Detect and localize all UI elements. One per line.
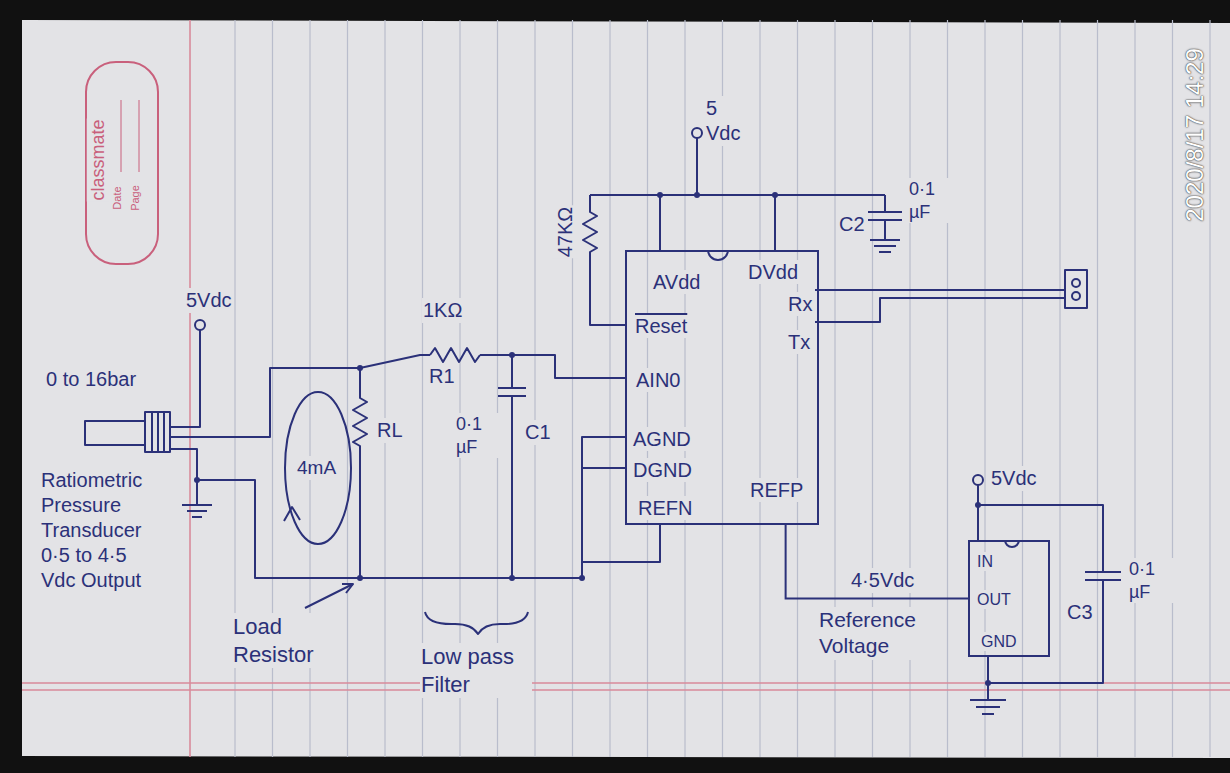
ruled-lines [235,20,1210,757]
signal-wire [480,355,625,378]
pin-label: DGND [632,458,693,482]
pin-label: OUT [976,590,1012,609]
margin-line [189,20,191,757]
transducer-label: Ratiometric Pressure Transducer 0·5 to 4… [40,468,162,593]
component-value: 0·1 µF [1128,558,1176,603]
supply-label: 5 Vdc [705,96,751,146]
pin-label: DVdd [747,260,799,284]
junction-dot [509,575,515,581]
capacitor-symbol [498,388,526,396]
logo-lines [121,100,139,172]
pin-label: Reset [634,314,688,338]
component-value: 47KΩ [553,206,578,259]
pin-label: REFP [749,478,804,502]
ground-symbol [870,240,900,252]
supply-terminal [692,128,702,138]
supply-terminal [973,475,983,485]
leader-arrowhead [342,584,353,593]
transducer-fitting [145,412,170,452]
pin-label: AIN0 [635,368,681,392]
junction-dot [579,575,585,581]
junction-dot [694,192,700,198]
component-value: 0·1 µF [908,178,956,223]
capacitor-wire [884,195,886,240]
timestamp-watermark: 2020/8/17 14:29 [1180,47,1210,223]
junction-dot [657,192,663,198]
supply-label: 5Vdc [990,466,1038,491]
ground-wire [582,525,660,562]
pin-label: GND [980,632,1018,651]
component-value: 1KΩ [422,298,463,323]
connector-pin [1072,279,1080,287]
serial-wire [815,290,1065,322]
current-loop [285,392,351,544]
pin-label: IN [976,552,994,571]
ground-bus [197,480,582,578]
brand-logo [86,62,158,264]
reference-label: Reference Voltage [818,607,940,660]
component-name: RL [376,418,404,443]
leader-line [305,584,353,608]
supply-label: 5Vdc [185,288,233,313]
notebook-paper [22,20,1230,758]
connector-wire [786,525,968,599]
pin-label: AGND [632,427,692,451]
junction-dot [357,575,363,581]
voltage-regulator: IN OUT GND [968,540,1050,657]
voltage-label: 4·5Vdc [850,568,915,593]
junction-dot [194,477,200,483]
microcontroller-chip: AVdd DVddReset RxTxAIN0AGND DGND REFN REFP [625,250,819,525]
pin-label: Rx [787,292,813,316]
capacitor-symbol [868,212,902,220]
range-label: 0 to 16bar [45,367,137,392]
supply-terminal [195,320,205,330]
component-name: C2 [838,212,866,237]
junction-dot [975,502,981,508]
resistor-symbol [353,368,367,578]
ground-wire [170,449,197,505]
supply-wire [978,485,1103,572]
pin-label: AVdd [652,270,701,294]
filter-brace [425,612,528,634]
connector-pin [1072,292,1080,300]
resistor-symbol [430,348,480,362]
brand-name: classmate [87,118,110,201]
serial-connector [1065,270,1087,308]
callout-label: Load Resistor [232,613,334,668]
fitting-thread [152,412,164,452]
pin-label: REFN [637,496,693,520]
junction-dot [357,365,363,371]
current-label: 4mA [296,456,337,480]
margin-line [22,683,1230,690]
pin-label: Tx [787,330,811,354]
component-name: C3 [1066,600,1094,625]
ground-symbol [970,700,1006,714]
ground-symbol [182,505,212,517]
capacitor-symbol [1085,572,1121,580]
supply-wire [170,330,200,427]
junction-dot [772,192,778,198]
current-arrowhead [284,507,300,521]
component-name: R1 [428,364,456,389]
supply-wire [590,138,885,250]
ground-wire [582,437,625,578]
transducer-body [85,421,145,445]
resistor-symbol [583,195,625,325]
component-name: C1 [524,420,552,445]
callout-label: Low pass Filter [420,643,532,698]
logo-field: Page [129,184,143,212]
component-value: 0·1 µF [455,413,503,458]
junction-dot [985,680,991,686]
junction-dot [509,352,515,358]
logo-field: Date [111,185,125,210]
